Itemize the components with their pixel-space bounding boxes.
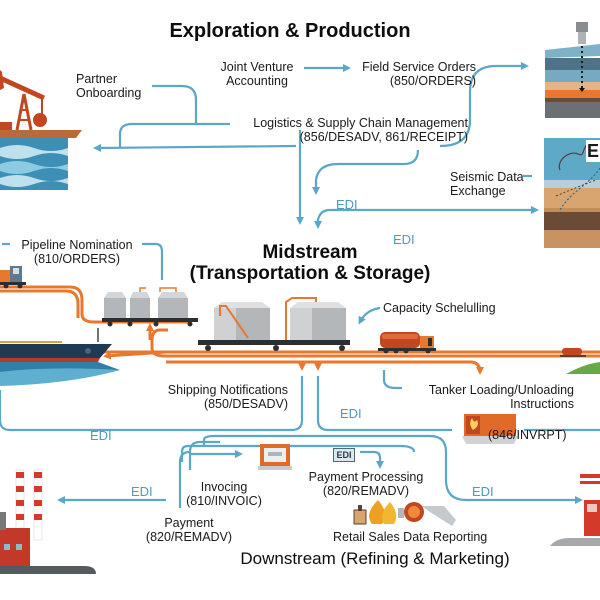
hill-decoration [566, 362, 600, 374]
label-logistics: Logistics & Supply Chain Management (856… [232, 116, 468, 144]
invoice-monitor-icon [258, 444, 292, 470]
edi-label: EDI [340, 406, 362, 421]
drilling-rig-strata-icon [545, 22, 600, 118]
label-line: Instructions [510, 397, 574, 411]
label-line: Seismic Data [450, 170, 524, 184]
label-line: (810/ORDERS) [33, 252, 121, 266]
section-title-downstream: Downstream (Refining & Marketing) [240, 549, 510, 568]
label-line: Joint Venture [220, 60, 294, 74]
edi-label: EDI [472, 484, 494, 499]
title-line: Midstream [262, 242, 358, 263]
label-payment: Payment (820/REMADV) [144, 516, 234, 544]
seismic-panel-letter: E [587, 141, 600, 161]
refinery-icon [0, 469, 96, 574]
tanker-truck-icon [378, 332, 436, 354]
label-payment-processing: Payment Processing (820/REMADV) [302, 470, 430, 498]
title-line: (Transportation & Storage) [189, 263, 431, 284]
storage-tank-icon [102, 287, 198, 327]
tanker-ship-icon [0, 328, 120, 386]
label-line: Shipping Notifications [167, 383, 288, 397]
edi-label: EDI [90, 428, 112, 443]
section-title-midstream: Midstream (Transportation & Storage) [180, 242, 440, 284]
label-line: (810/INVOIC) [186, 494, 262, 508]
label-partner-onboarding: Partner Onboarding [76, 72, 141, 100]
retail-data-icons [353, 500, 456, 526]
label-line: Logistics & Supply Chain Management [253, 116, 468, 130]
label-pipeline-nomination: Pipeline Nomination (810/ORDERS) [12, 238, 142, 266]
label-line: Invocing [200, 480, 248, 494]
label-inventory-report: (846/INVRPT) [488, 428, 567, 442]
pipeline-network [0, 285, 600, 375]
label-field-service-orders: Field Service Orders (850/ORDERS) [350, 60, 476, 88]
label-line: (850/ORDERS) [389, 74, 476, 88]
label-line: (850/DESADV) [203, 397, 288, 411]
label-line: Tanker Loading/Unloading [428, 383, 574, 397]
label-line: Exchange [450, 184, 506, 198]
section-title-exploration: Exploration & Production [169, 20, 411, 42]
flow-lines-midstream [0, 242, 600, 508]
label-seismic-data: Seismic Data Exchange [450, 170, 524, 198]
tanker-truck-icon [560, 348, 586, 357]
label-line: Payment Processing [308, 470, 424, 484]
label-line: Onboarding [76, 86, 142, 100]
edi-label: EDI [336, 197, 358, 212]
label-line: (820/REMADV) [145, 530, 233, 544]
label-invoicing: Invocing (810/INVOIC) [184, 480, 264, 508]
edi-label: EDI [393, 232, 415, 247]
label-tanker-loading: Tanker Loading/Unloading Instructions [404, 383, 574, 411]
label-line: Accounting [226, 74, 288, 88]
label-line: (856/DESADV, 861/RECEIPT) [299, 130, 468, 144]
edi-badge-icon: EDI [333, 448, 355, 462]
label-joint-venture: Joint Venture Accounting [212, 60, 302, 88]
label-line: Partner [76, 72, 117, 86]
label-line: Field Service Orders [362, 60, 476, 74]
label-line: Payment [164, 516, 214, 530]
label-capacity-scheduling: Capacity Schelulling [383, 301, 496, 315]
label-shipping-notifications: Shipping Notifications (850/DESADV) [150, 383, 288, 411]
inventory-monitor-icon [462, 414, 518, 444]
gas-station-icon [550, 474, 600, 546]
storage-tank-icon [198, 297, 350, 351]
flow-lines-exploration [93, 62, 539, 229]
tanker-truck-icon [0, 266, 26, 289]
label-line: (820/REMADV) [322, 484, 410, 498]
seismic-strata-icon [544, 138, 600, 248]
oil-pumpjack-icon [0, 70, 82, 190]
label-line: Pipeline Nomination [21, 238, 133, 252]
label-retail-sales: Retail Sales Data Reporting [333, 530, 488, 544]
edi-label: EDI [131, 484, 153, 499]
